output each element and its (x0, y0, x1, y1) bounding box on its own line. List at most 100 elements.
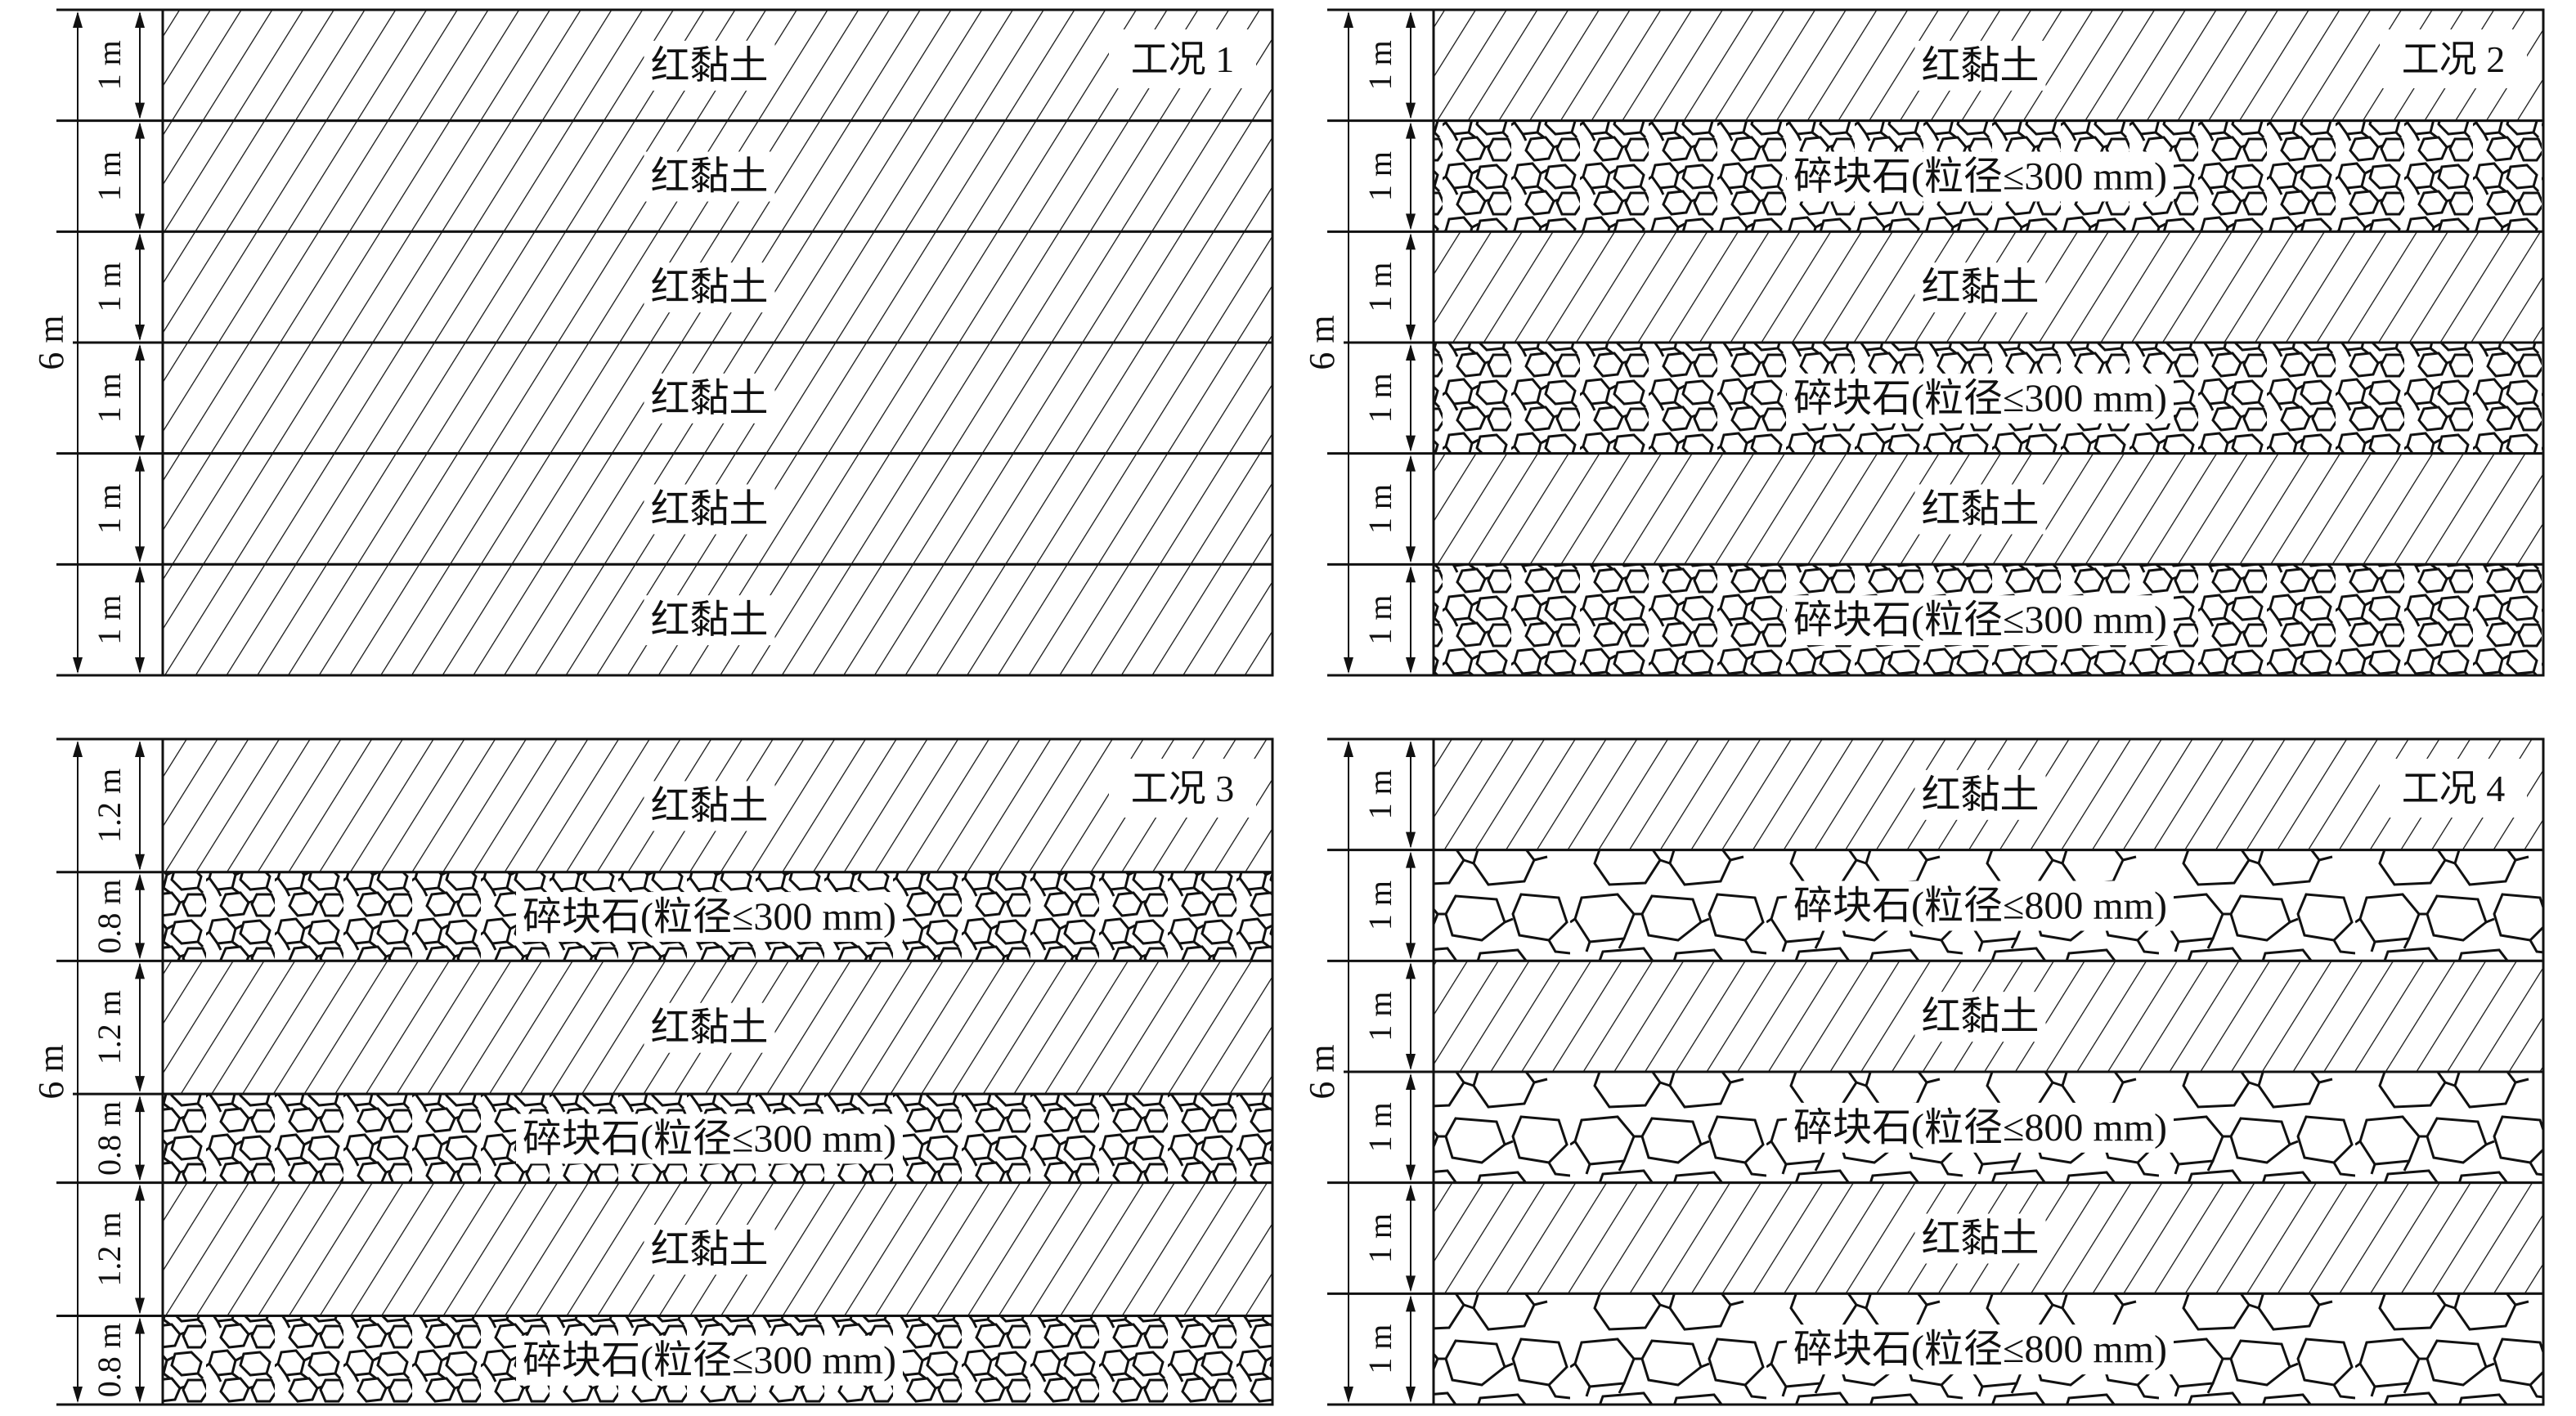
layer-label: 碎块石(粒径≤300 mm) (523, 1339, 896, 1382)
arrowhead (1406, 657, 1416, 674)
layer-thickness-label: 0.8 m (91, 1101, 128, 1176)
layer-label: 红黏土 (650, 488, 768, 531)
arrowhead (1344, 657, 1353, 674)
arrowhead (135, 566, 145, 583)
arrowhead (1344, 11, 1353, 28)
layer-label-background (1914, 769, 2046, 820)
layer-label-background (1914, 484, 2046, 535)
layer-thickness-label: 1 m (1362, 1102, 1398, 1152)
arrowhead (1406, 435, 1416, 452)
arrowhead (1406, 1295, 1416, 1312)
total-label-background (1303, 310, 1344, 375)
layer-clay: 红黏土 1 m (56, 8, 1274, 123)
layer-label-background (1787, 1324, 2174, 1375)
arrowhead (135, 546, 145, 563)
layer-gravel-small: 碎块石(粒径≤300 mm) 0.8 m (56, 1092, 1274, 1185)
layer-thickness-label: 1 m (1362, 1213, 1398, 1263)
layer-label: 碎块石(粒径≤300 mm) (523, 1117, 896, 1160)
layer-label: 红黏土 (1921, 266, 2039, 309)
layer-clay: 红黏土 1 m (56, 341, 1274, 455)
arrowhead (135, 1096, 145, 1113)
arrowhead (135, 102, 145, 119)
arrowhead (135, 854, 145, 871)
arrowhead (1406, 1054, 1416, 1070)
layer-thickness-label: 1 m (1362, 1324, 1398, 1374)
arrowhead (135, 1164, 145, 1181)
arrowhead (1344, 741, 1353, 757)
layer-label-background (644, 373, 775, 423)
layer-thickness-label: 1 m (1362, 373, 1398, 423)
layer-label: 碎块石(粒径≤300 mm) (523, 895, 896, 939)
total-height-label: 6 m (1302, 1044, 1342, 1099)
layer-clay: 红黏土 1 m (1327, 1181, 2545, 1295)
layer-label: 红黏土 (1921, 44, 2039, 87)
layer-label: 红黏土 (650, 266, 768, 309)
layer-label-background (1914, 40, 2046, 91)
layer-label: 碎块石(粒径≤300 mm) (1793, 155, 2167, 199)
layer-gravel-small: 碎块石(粒径≤300 mm) 1 m (1327, 119, 2545, 233)
layer-label-background (516, 1335, 903, 1386)
arrowhead (135, 344, 145, 361)
arrowhead (1344, 1387, 1353, 1403)
layer-label: 红黏土 (650, 377, 768, 420)
total-label-background (32, 1039, 73, 1105)
arrowhead (135, 962, 145, 979)
layer-label: 红黏土 (650, 1006, 768, 1050)
layer-label-background (1787, 1102, 2174, 1153)
arrowhead (1406, 831, 1416, 849)
layer-label: 红黏土 (1921, 1217, 2039, 1261)
layer-thickness-label: 1.2 m (91, 990, 128, 1064)
layer-thickness-label: 1 m (1362, 151, 1398, 201)
layer-thickness-label: 1 m (1362, 992, 1398, 1042)
arrowhead (1406, 962, 1416, 979)
total-height-label: 6 m (1302, 315, 1342, 370)
layer-label: 碎块石(粒径≤300 mm) (1793, 377, 2167, 420)
arrowhead (135, 1076, 145, 1093)
arrowhead (73, 1387, 83, 1403)
arrowhead (1406, 1184, 1416, 1201)
layer-label-background (1787, 151, 2174, 202)
arrowhead (1406, 455, 1416, 472)
layer-gravel-small: 碎块石(粒径≤300 mm)1 m (1327, 562, 2545, 677)
panel-3: 红黏土 1.2 m 碎块石(粒径≤300 mm) 0.8 m 红黏土 1.2 m 碎块石(粒… (31, 737, 1274, 1406)
arrowhead (1406, 566, 1416, 583)
layer-label-background (516, 892, 903, 943)
layer-label-background (644, 151, 775, 202)
layer-label-background (1914, 1213, 2046, 1264)
layer-thickness-label: 1 m (1362, 484, 1398, 534)
layer-thickness-label: 1 m (91, 40, 128, 90)
layer-label: 红黏土 (650, 784, 768, 827)
arrowhead (135, 1317, 145, 1334)
arrowhead (73, 11, 83, 28)
total-label-background (32, 310, 73, 375)
arrowhead (135, 122, 145, 139)
layer-thickness-label: 1 m (91, 595, 128, 645)
total-height-label: 6 m (31, 315, 71, 370)
layer-label-background (644, 1002, 775, 1053)
layer-label: 红黏土 (650, 44, 768, 87)
arrowhead (135, 1184, 145, 1201)
panel-title: 工况 3 (1131, 768, 1235, 809)
panel-title: 工况 4 (2402, 768, 2506, 809)
layer-thickness-label: 1 m (91, 373, 128, 423)
layer-clay: 红黏土 1.2 m (56, 959, 1274, 1096)
layer-label: 碎块石(粒径≤300 mm) (1793, 598, 2167, 642)
total-height-label: 6 m (31, 1044, 71, 1099)
arrowhead (135, 657, 145, 674)
panel-title-background (1109, 759, 1256, 818)
arrowhead (135, 1387, 145, 1403)
arrowhead (1406, 1387, 1416, 1403)
layer-thickness-label: 0.8 m (91, 880, 128, 954)
layer-label-background (644, 40, 775, 91)
panel-title: 工况 1 (1131, 38, 1235, 80)
layer-thickness-label: 1.2 m (91, 768, 128, 843)
arrowhead (1406, 11, 1416, 28)
layer-gravel-small: 碎块石(粒径≤300 mm) 0.8 m (56, 871, 1274, 962)
layer-gravel-large: 碎块石(粒径≤800 mm)1 m (1327, 849, 2545, 962)
layer-thickness-label: 1 m (1362, 40, 1398, 90)
layer-label-background (1787, 595, 2174, 646)
layer-label: 红黏土 (1921, 995, 2039, 1038)
layer-label: 红黏土 (650, 155, 768, 199)
